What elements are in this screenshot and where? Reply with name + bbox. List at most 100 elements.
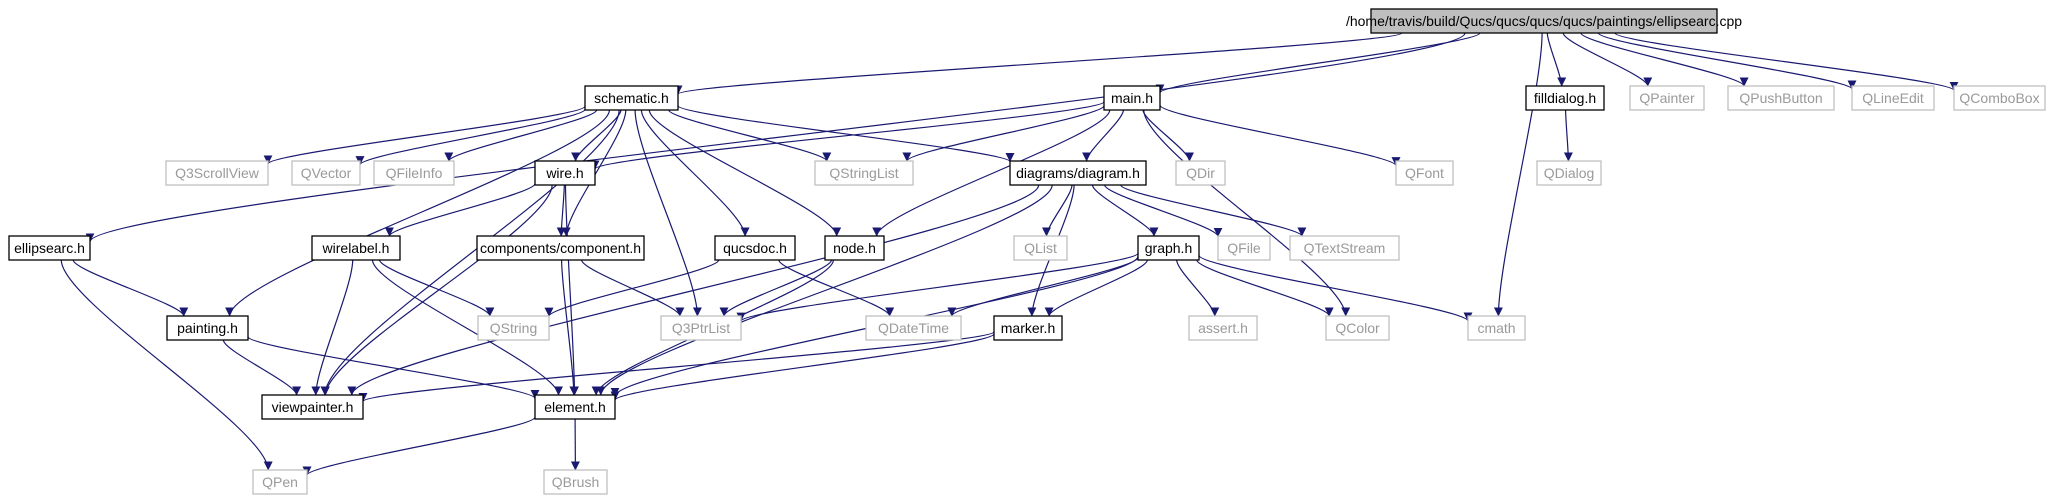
node-component-h[interactable]: components/component.h [476,235,645,261]
node-label: QList [1024,240,1057,256]
node-QVector: QVector [291,160,361,186]
edge-diagram_h-to-QList [1042,184,1073,237]
edge-schematic_h-to-painting_h [225,109,610,317]
edge-wire_h-to-wirelabel_h [385,183,536,237]
node-QComboBox: QComboBox [1953,85,2046,111]
edge-root-to-filldialog_h [1546,32,1567,87]
node-ellipsearc-h[interactable]: ellipsearc.h [8,235,91,261]
edge-component_h-to-Q3PtrList [581,259,685,317]
node-label: wire.h [545,165,583,181]
nodes-layer: /home/travis/build/Qucs/qucs/qucs/qucs/p… [8,8,2046,495]
node-label: QStringList [829,165,898,181]
edge-root-to-QComboBox [1614,32,1959,91]
edge-diagram_h-to-QFile [1104,184,1223,237]
node-box [165,160,269,186]
node-QList: QList [1013,235,1068,261]
node-label: QPushButton [1739,90,1822,106]
node-diagram-h[interactable]: diagrams/diagram.h [1009,160,1147,186]
node-box [1851,85,1935,111]
node-box [1536,160,1602,186]
node-viewpainter-h[interactable]: viewpainter.h [261,394,364,420]
node-QBrush: QBrush [543,469,608,495]
node-QPen: QPen [252,469,308,495]
node-box [660,315,742,341]
edge-schematic_h-to-node_h [648,109,842,237]
node-box [814,160,914,186]
node-box [1188,315,1258,341]
edge-root-to-cmath [1493,32,1543,317]
node-schematic-h[interactable]: schematic.h [584,85,679,111]
node-QStringList: QStringList [814,160,914,186]
node-box [1629,85,1705,111]
node-label: /home/travis/build/Qucs/qucs/qucs/qucs/p… [1346,13,1742,29]
node-label: QFont [1405,165,1444,181]
node-QFile: QFile [1217,235,1271,261]
node-filldialog-h[interactable]: filldialog.h [1525,85,1605,111]
node-label: QPainter [1639,90,1695,106]
edge-wirelabel_h-to-viewpainter_h [311,259,354,396]
node-assert-h: assert.h [1188,315,1258,341]
node-box [1525,85,1605,111]
node-box [1175,160,1226,186]
edge-diagram_h-to-graph_h [1091,184,1159,237]
edge-wirelabel_h-to-element_h [371,259,563,396]
edge-wirelabel_h-to-QString [379,259,495,317]
node-label: painting.h [177,320,238,336]
node-box [1467,315,1526,341]
node-root[interactable]: /home/travis/build/Qucs/qucs/qucs/qucs/p… [1346,8,1742,34]
edge-root-to-schematic_h [674,32,1403,95]
node-box [477,315,550,341]
node-label: marker.h [1001,320,1055,336]
edge-main_h-to-diagram_h [1082,109,1124,162]
node-qucsdoc-h[interactable]: qucsdoc.h [714,235,796,261]
edge-schematic_h-to-QStringList [668,109,832,162]
node-label: node.h [833,240,876,256]
node-label: filldialog.h [1534,90,1596,106]
node-box [291,160,361,186]
node-wire-h[interactable]: wire.h [534,160,596,186]
node-box [261,394,364,420]
node-graph-h[interactable]: graph.h [1137,235,1200,261]
node-label: QColor [1335,320,1380,336]
edge-main_h-to-QFont [1159,104,1401,167]
edge-graph_h-to-cmath [1198,254,1473,322]
node-box [311,235,401,261]
node-node-h[interactable]: node.h [824,235,885,261]
node-wirelabel-h[interactable]: wirelabel.h [311,235,401,261]
node-label: schematic.h [594,90,669,106]
edge-schematic_h-to-Q3PtrList [634,109,702,317]
node-cmath: cmath [1467,315,1526,341]
edge-diagram_h-to-viewpainter_h [347,184,1040,396]
node-box [865,315,962,341]
edge-qucsdoc_h-to-QString [544,259,720,317]
edge-wire_h-to-element_h [564,184,579,396]
node-main-h[interactable]: main.h [1103,85,1161,111]
node-Q3PtrList: Q3PtrList [660,315,742,341]
edge-schematic_h-to-wire_h [571,109,622,162]
node-QDialog: QDialog [1536,160,1602,186]
edge-main_h-to-QColor [1143,109,1351,317]
node-painting-h[interactable]: painting.h [166,315,249,341]
node-QLineEdit: QLineEdit [1851,85,1935,111]
node-element-h[interactable]: element.h [534,394,616,420]
node-box [1217,235,1271,261]
node-box [584,85,679,111]
edge-main_h-to-QStringList [902,105,1105,162]
node-box [1009,160,1147,186]
edge-graph_h-to-QColor [1196,259,1334,317]
node-box [8,235,91,261]
edge-marker_h-to-viewpainter_h [358,331,995,402]
edge-ellipsearc_h-to-painting_h [72,259,189,317]
edge-schematic_h-to-viewpainter_h [320,109,620,396]
edge-root-to-QPushButton [1580,32,1749,87]
node-label: QFileInfo [386,165,443,181]
edge-root-to-QPainter [1562,32,1653,87]
edge-schematic_h-to-Q3ScrollView [263,105,586,165]
edge-diagram_h-to-QTextStream [1120,184,1307,237]
edge-schematic_h-to-QVector [355,108,586,166]
edge-component_h-to-element_h [561,259,579,396]
node-marker-h[interactable]: marker.h [993,315,1063,341]
node-QDir: QDir [1175,160,1226,186]
edge-schematic_h-to-QFileInfo [444,109,598,162]
